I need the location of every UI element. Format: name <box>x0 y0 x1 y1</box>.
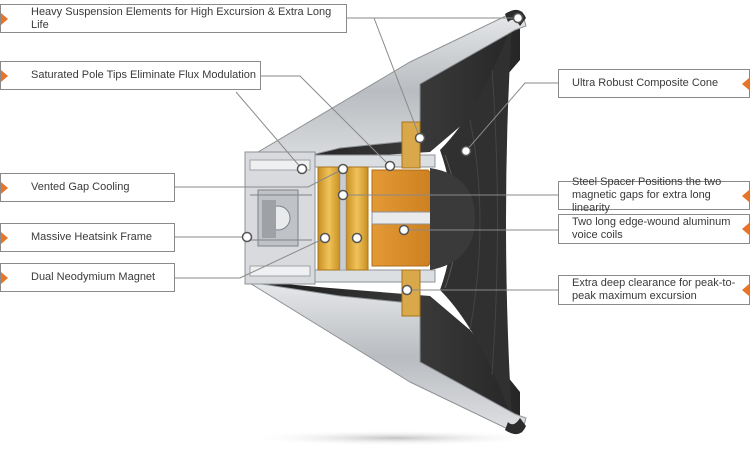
orange-arrow-icon <box>742 77 749 90</box>
cone-face <box>440 24 512 420</box>
heatsink-fins <box>262 200 276 238</box>
orange-arrow-icon <box>1 181 8 194</box>
callout-voice-coils: Two long edge-wound aluminum voice coils <box>558 214 750 244</box>
callout-text: Massive Heatsink Frame <box>31 231 153 243</box>
callout-steel-spacer: Steel Spacer Positions the two magnetic … <box>558 176 750 214</box>
orange-arrow-icon <box>1 69 8 82</box>
magnet-right <box>345 166 369 271</box>
orange-arrow-icon <box>742 284 749 296</box>
callout-text: Vented Gap Cooling <box>31 181 130 193</box>
surround-bottom <box>505 418 526 435</box>
orange-arrow-icon <box>1 12 8 25</box>
callout-text: Two long edge-wound aluminum voice coils <box>572 216 731 241</box>
callout-text: Steel Spacer Positions the two magnetic … <box>572 176 722 214</box>
callout-text: Ultra Robust Composite Cone <box>572 77 719 89</box>
orange-arrow-icon <box>1 231 8 244</box>
callout-dots <box>241 12 524 296</box>
steel-spacer <box>339 166 347 271</box>
callout-text: Heavy Suspension Elements for High Excur… <box>31 5 332 31</box>
orange-arrow-icon <box>742 223 749 235</box>
frame-lower <box>247 281 527 433</box>
callout-text: Saturated Pole Tips Eliminate Flux Modul… <box>31 69 257 81</box>
orange-arrow-icon <box>742 189 749 202</box>
callout-neodymium: Dual Neodymium Magnet <box>0 263 175 292</box>
callout-heatsink-frame: Massive Heatsink Frame <box>0 223 175 252</box>
callout-saturated-pole: Saturated Pole Tips Eliminate Flux Modul… <box>0 61 261 90</box>
callout-heavy-suspension: Heavy Suspension Elements for High Excur… <box>0 4 347 33</box>
dust-cap <box>430 168 475 270</box>
callout-vented-gap: Vented Gap Cooling <box>0 173 175 202</box>
callout-composite-cone: Ultra Robust Composite Cone <box>558 69 750 98</box>
callout-text: Dual Neodymium Magnet <box>31 271 156 283</box>
ground-shadow <box>245 430 545 446</box>
callout-deep-clearance: Extra deep clearance for peak-to-peak ma… <box>558 275 750 305</box>
magnet-left <box>317 166 341 271</box>
orange-arrow-icon <box>1 271 8 284</box>
callout-text: Extra deep clearance for peak-to-peak ma… <box>572 277 736 302</box>
leader-lines <box>175 17 558 291</box>
